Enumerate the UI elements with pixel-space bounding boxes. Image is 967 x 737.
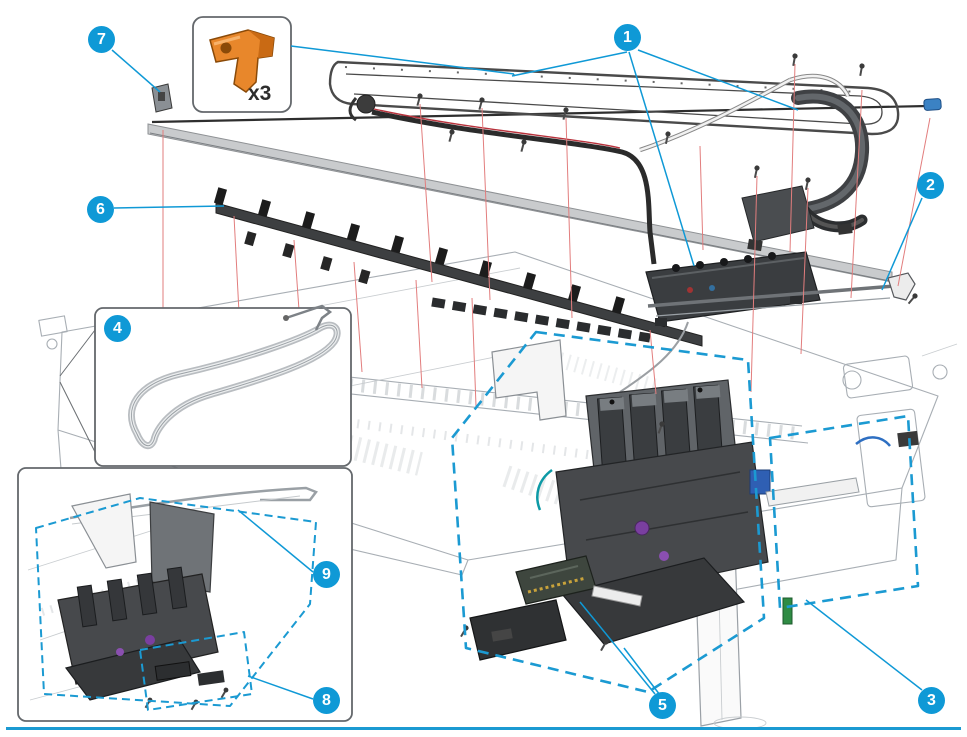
callout-3-badge: 3 bbox=[918, 687, 945, 714]
service-pca bbox=[469, 555, 643, 661]
carriage-rod bbox=[647, 272, 916, 317]
red-leader-lines bbox=[162, 63, 931, 407]
footer-rule bbox=[6, 727, 961, 730]
carriage-inset bbox=[17, 467, 353, 722]
callout-7-badge: 7 bbox=[88, 26, 115, 53]
callout-5-badge: 5 bbox=[649, 692, 676, 719]
tube-guide-curve bbox=[741, 89, 870, 252]
assembly-outline-8 bbox=[139, 631, 253, 711]
clip-inset bbox=[192, 16, 515, 113]
callout-6-badge: 6 bbox=[87, 196, 114, 223]
assembly-outline-9 bbox=[35, 497, 317, 707]
callout-leader-lines bbox=[111, 49, 923, 700]
screws bbox=[416, 53, 918, 652]
loop-inset bbox=[59, 304, 352, 467]
trailing-cable-loom bbox=[328, 60, 900, 265]
callout-8-badge: 8 bbox=[313, 687, 340, 714]
carriage-assembly bbox=[491, 339, 860, 645]
clip-quantity-label: x3 bbox=[248, 82, 272, 105]
cable-clamp-rail bbox=[213, 187, 703, 347]
assembly-outline-3 bbox=[450, 330, 920, 694]
callout-9-badge: 9 bbox=[313, 561, 340, 588]
callout-1-badge: 1 bbox=[614, 24, 641, 51]
callout-4-badge: 4 bbox=[104, 315, 131, 342]
callout-2-badge: 2 bbox=[917, 172, 944, 199]
tube-connector-block bbox=[619, 251, 821, 393]
